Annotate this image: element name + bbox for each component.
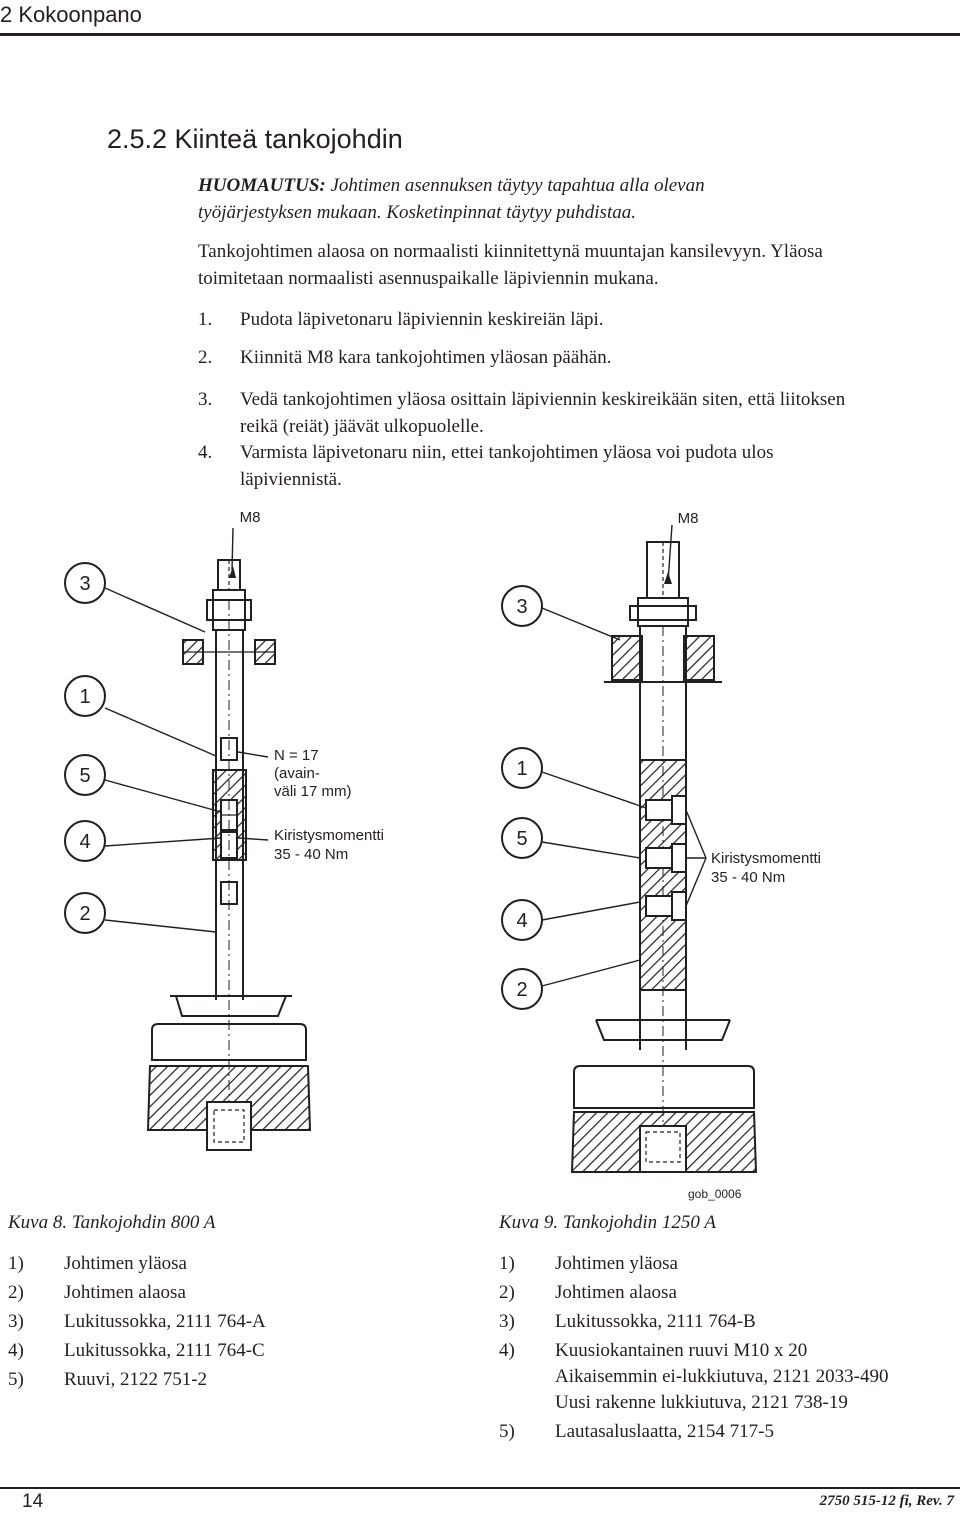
right-callout-1: 1 <box>516 758 527 780</box>
legend-number: 5) <box>8 1369 24 1390</box>
legend-text: Uusi rakenne lukkiutuva, 2121 738-19 <box>555 1392 848 1413</box>
chapter-header: 2 Kokoonpano <box>0 2 142 27</box>
left-callout-3: 3 <box>79 573 90 595</box>
left-callout-2: 2 <box>79 903 90 925</box>
step-3: 3. Vedä tankojohtimen yläosa osittain lä… <box>198 386 938 442</box>
caption-figure-8: Kuva 8. Tankojohdin 800 A <box>8 1212 216 1233</box>
right-torque-value: 35 - 40 Nm <box>711 869 785 886</box>
step-1: 1. Pudota läpivetonaru läpiviennin keski… <box>198 306 938 336</box>
legend-number: 1) <box>499 1253 515 1274</box>
note-text-1: Johtimen asennuksen täytyy tapahtua alla… <box>330 175 705 196</box>
note-block: HUOMAUTUS: Johtimen asennuksen täytyy ta… <box>198 172 705 226</box>
document-reference: 2750 515-12 fi, Rev. 7 <box>819 1493 954 1509</box>
note-label: HUOMAUTUS: <box>198 175 326 196</box>
left-torque-value: 35 - 40 Nm <box>274 846 348 863</box>
note-text-2: työjärjestyksen mukaan. Kosketinpinnat t… <box>198 202 636 223</box>
step-text-cont: reikä (reiät) jäävät ulkopuolelle. <box>240 416 484 437</box>
right-callout-3: 3 <box>516 596 527 618</box>
intro-paragraph: Tankojohtimen alaosa on normaalisti kiin… <box>198 238 823 292</box>
note-line-1: HUOMAUTUS: Johtimen asennuksen täytyy ta… <box>198 172 705 199</box>
legend-text: Johtimen alaosa <box>555 1282 677 1303</box>
right-torque-label: Kiristysmomentti <box>711 850 821 867</box>
legend-number: 5) <box>499 1421 515 1442</box>
legend-number: 2) <box>499 1282 515 1303</box>
conductor-1250a-drawing <box>501 524 758 1173</box>
legend-text: Aikaisemmin ei-lukkiutuva, 2121 2033-490 <box>555 1366 889 1387</box>
header-rule <box>0 33 960 36</box>
left-torque-label: Kiristysmomentti <box>274 827 384 844</box>
intro-line-2: toimitetaan normaalisti asennuspaikalle … <box>198 268 659 289</box>
page-number: 14 <box>22 1491 44 1512</box>
legend-number: 1) <box>8 1253 24 1274</box>
legend-figure-8: 1) Johtimen yläosa 2) Johtimen alaosa 3) Lu… <box>8 1253 428 1413</box>
legend-text: Kuusiokantainen ruuvi M10 x 20 <box>555 1340 808 1361</box>
legend-text: Lukitussokka, 2111 764-B <box>555 1311 756 1332</box>
step-2: 2. Kiinnitä M8 kara tankojohtimen yläosa… <box>198 344 938 374</box>
right-callout-5: 5 <box>516 828 527 850</box>
step-text: Vedä tankojohtimen yläosa osittain läpiv… <box>240 389 846 410</box>
legend-number: 3) <box>499 1311 515 1332</box>
right-callout-2: 2 <box>516 979 527 1001</box>
step-number: 4. <box>198 442 213 463</box>
legend-text: Lautasaluslaatta, 2154 717-5 <box>555 1421 774 1442</box>
note-line-2: työjärjestyksen mukaan. Kosketinpinnat t… <box>198 199 705 226</box>
figure-code: gob_0006 <box>688 1187 742 1201</box>
step-text: Pudota läpivetonaru läpiviennin keskirei… <box>240 309 604 330</box>
conductor-800a-drawing <box>64 527 312 1151</box>
step-text: Kiinnitä M8 kara tankojohtimen yläosan p… <box>240 347 612 368</box>
legend-number: 4) <box>8 1340 24 1361</box>
legend-number: 4) <box>499 1340 515 1361</box>
caption-figure-9: Kuva 9. Tankojohdin 1250 A <box>499 1212 716 1233</box>
step-text-cont: läpiviennistä. <box>240 469 342 490</box>
step-number: 2. <box>198 347 213 368</box>
legend-text: Johtimen alaosa <box>64 1282 186 1303</box>
step-number: 3. <box>198 389 213 410</box>
step-4: 4. Varmista läpivetonaru niin, ettei tan… <box>198 439 938 495</box>
left-callout-5: 5 <box>79 765 90 787</box>
legend-text: Lukitussokka, 2111 764-A <box>64 1311 266 1332</box>
left-callout-1: 1 <box>79 686 90 708</box>
left-callout-4: 4 <box>79 831 90 853</box>
legend-text: Johtimen yläosa <box>555 1253 678 1274</box>
section-title: 2.5.2 Kiinteä tankojohdin <box>107 124 403 154</box>
legend-text: Ruuvi, 2122 751-2 <box>64 1369 208 1390</box>
step-text: Varmista läpivetonaru niin, ettei tankoj… <box>240 442 774 463</box>
legend-number: 2) <box>8 1282 24 1303</box>
legend-number: 3) <box>8 1311 24 1332</box>
right-m8-label: M8 <box>678 510 699 527</box>
nut-size-label-3: väli 17 mm) <box>274 783 352 800</box>
footer-rule <box>0 1487 960 1489</box>
legend-text: Johtimen yläosa <box>64 1253 187 1274</box>
step-number: 1. <box>198 309 213 330</box>
nut-size-label: N = 17 <box>274 747 319 764</box>
nut-size-label-2: (avain- <box>274 765 320 782</box>
legend-figure-9: 1) Johtimen yläosa 2) Johtimen alaosa 3) Lu… <box>499 1253 949 1453</box>
left-m8-label: M8 <box>240 509 261 526</box>
legend-text: Lukitussokka, 2111 764-C <box>64 1340 265 1361</box>
right-callout-4: 4 <box>516 910 527 932</box>
intro-line-1: Tankojohtimen alaosa on normaalisti kiin… <box>198 241 823 262</box>
